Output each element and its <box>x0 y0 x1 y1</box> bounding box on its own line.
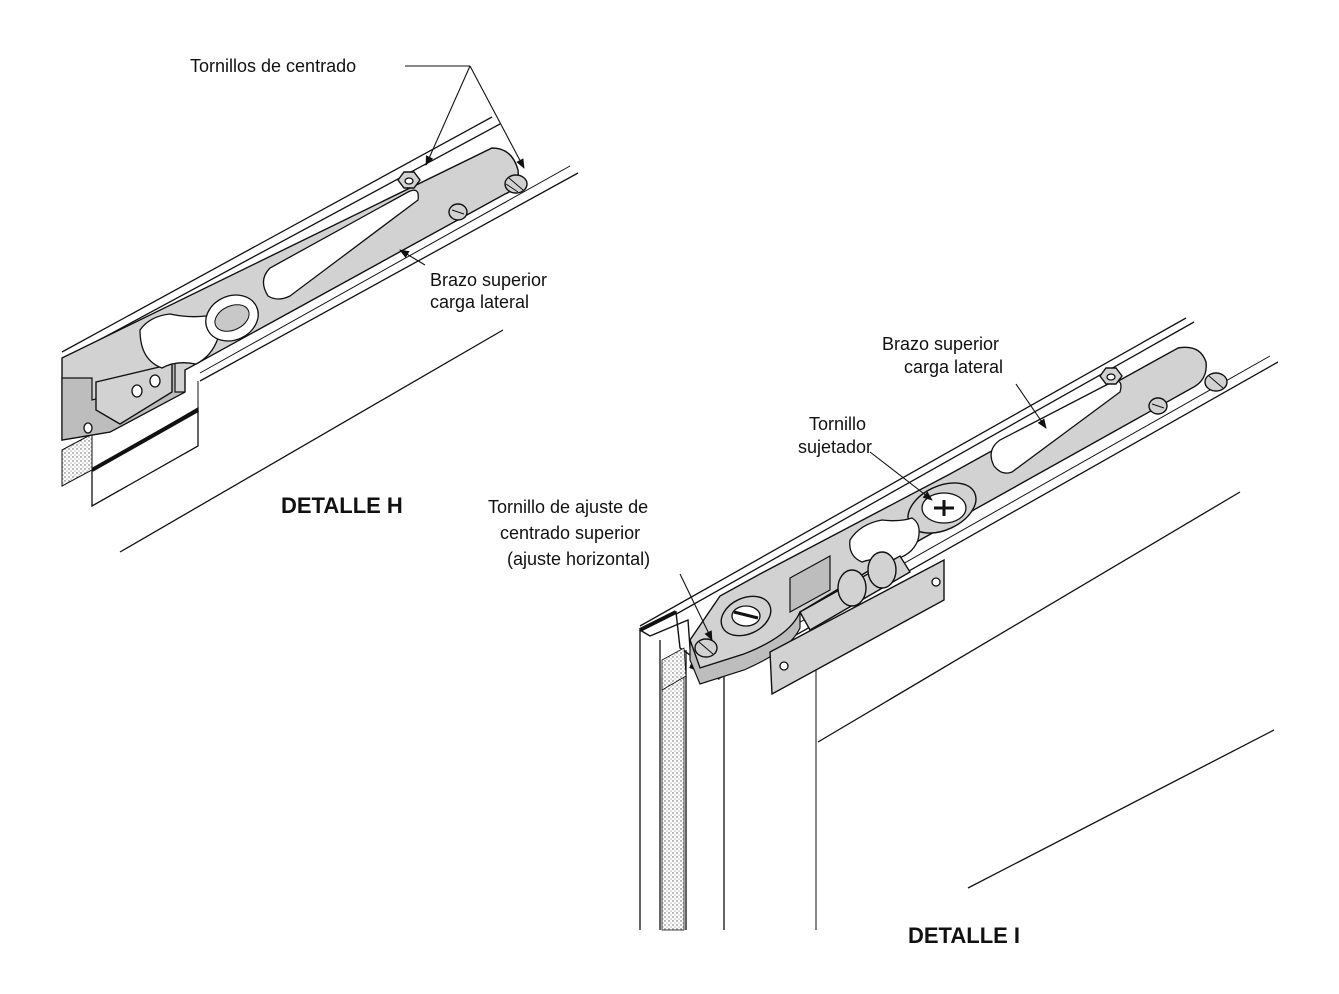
label-adjust-line2: centrado superior <box>500 523 640 543</box>
detail-i-centering-screw-left <box>1099 367 1123 385</box>
detail-i-title: DETALLE I <box>908 923 1020 948</box>
detail-h: Tornillos de centrado Brazo superior car… <box>61 56 579 553</box>
detail-i-mounting-plate <box>769 558 945 696</box>
label-centering-screws: Tornillos de centrado <box>190 56 356 76</box>
detail-h-top-arm <box>61 147 519 441</box>
detail-i-centering-screw-right <box>1204 372 1228 392</box>
label-arm-i-line1: Brazo superior <box>882 334 999 354</box>
label-arm-i-line2: carga lateral <box>904 357 1003 377</box>
detail-i-stop-screw <box>1148 397 1168 415</box>
label-adjust-line1: Tornillo de ajuste de <box>488 497 648 517</box>
detail-h-centering-screw-right <box>504 174 528 194</box>
detail-h-centering-screw-left <box>397 171 421 189</box>
detail-h-title: DETALLE H <box>281 493 403 518</box>
label-arm-h-line2: carga lateral <box>430 292 529 312</box>
detail-h-header-rail <box>61 116 579 553</box>
label-fastener-line1: Tornillo <box>809 414 866 434</box>
label-arm-h-line1: Brazo superior <box>430 270 547 290</box>
detail-i-door-edge <box>638 610 725 931</box>
detail-i: Brazo superior carga lateral Tornillo su… <box>488 317 1279 948</box>
detail-i-top-arm <box>689 346 1207 685</box>
label-fastener-line2: sujetador <box>798 437 872 457</box>
adjustment-screw <box>694 595 772 658</box>
detail-h-stop-screw <box>448 203 468 221</box>
label-adjust-line3: (ajuste horizontal) <box>507 549 650 569</box>
